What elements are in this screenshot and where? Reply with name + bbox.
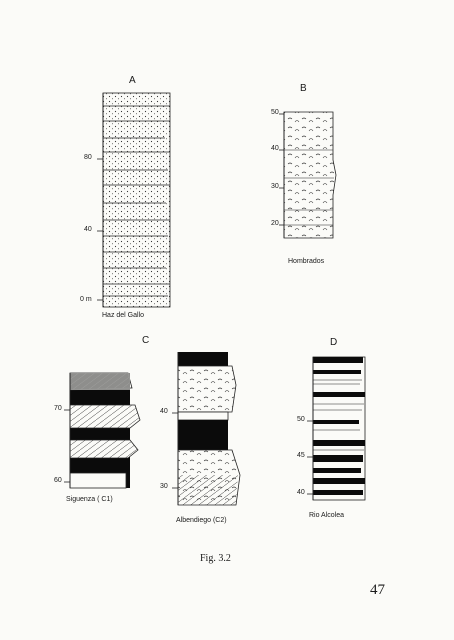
panel-d-tick-40: 40 (297, 489, 305, 496)
panel-c2-tick-30: 30 (160, 483, 168, 490)
panel-a-letter: A (129, 75, 136, 86)
panel-b-tick-20: 20 (271, 220, 279, 227)
panel-b-tick-40: 40 (271, 145, 279, 152)
panel-b-tick-30: 30 (271, 183, 279, 190)
panel-a-tick-80: 80 (84, 154, 92, 161)
panel-d-tick-50: 50 (297, 416, 305, 423)
panel-d-tick-45: 45 (297, 452, 305, 459)
column-b-hombrados (279, 111, 337, 239)
panel-a-caption: Haz del Gallo (102, 312, 145, 319)
column-d-rio-alcolea (307, 356, 366, 501)
panel-c1-tick-70: 70 (54, 405, 62, 412)
panel-b-letter: B (300, 83, 307, 94)
panel-d-caption: Rio Alcolea (309, 512, 345, 519)
panel-d-letter: D (330, 337, 338, 348)
panel-a-tick-0: 0 m (80, 296, 92, 303)
panel-b-caption: Hombrados (288, 258, 325, 265)
column-c2-albendiego (172, 352, 241, 506)
panel-c1-tick-60: 60 (54, 477, 62, 484)
panel-a-tick-40: 40 (84, 226, 92, 233)
panel-c-letter: C (142, 335, 150, 346)
figure-caption: Fig. 3.2 (200, 553, 231, 564)
panel-b-tick-50: 50 (271, 109, 279, 116)
panel-c2-tick-40: 40 (160, 408, 168, 415)
panel-c1-caption: Siguenza ( C1) (66, 496, 113, 503)
column-a-haz-del-gallo (97, 92, 171, 308)
page-number: 47 (370, 582, 385, 598)
column-c1-siguenza (64, 372, 141, 489)
panel-c2-caption: Albendiego (C2) (176, 517, 227, 524)
